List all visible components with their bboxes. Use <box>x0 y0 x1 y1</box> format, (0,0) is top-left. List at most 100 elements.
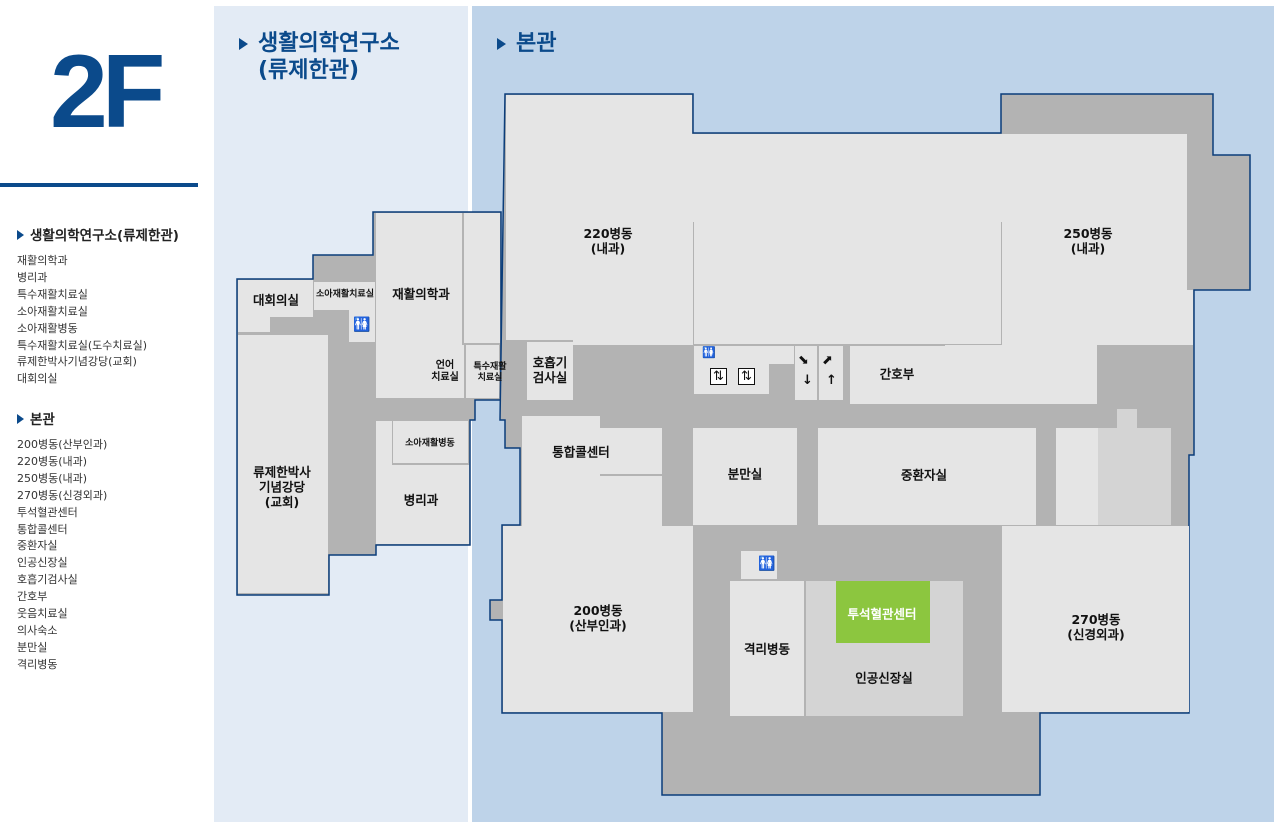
sidebar-item[interactable]: 의사숙소 <box>17 623 58 637</box>
zone-title-main: 본관 <box>497 30 557 57</box>
sidebar-heading-annex: 생활의학연구소(류제한관) <box>17 224 207 244</box>
room-speech-therapy <box>426 345 464 398</box>
room-ward-200 <box>503 526 693 712</box>
sidebar-item[interactable]: 호흡기검사실 <box>17 573 78 587</box>
sidebar-item[interactable]: 소아재활치료실 <box>17 304 88 318</box>
sidebar-item[interactable]: 200병동(산부인과) <box>17 438 108 451</box>
label-ward-250[interactable]: 250병동(내과) <box>1063 226 1112 256</box>
label-ward-200[interactable]: 200병동(산부인과) <box>569 603 626 633</box>
room-rehab-medicine-side <box>464 213 500 343</box>
label-dialysis-center[interactable]: 투석혈관센터 <box>847 606 917 622</box>
zone-title-annex-line1: 생활의학연구소 <box>258 31 400 56</box>
sidebar-item[interactable]: 250병동(내과) <box>17 471 88 485</box>
sidebar-item[interactable]: 특수재활치료실 <box>17 287 88 301</box>
triangle-bullet-icon <box>17 414 24 424</box>
elevator-icon: ⇅ <box>710 368 727 385</box>
label-line: 호흡기 <box>532 355 568 370</box>
label-line: (내과) <box>1070 241 1106 256</box>
arrow-down-icon: ↓ <box>802 373 813 388</box>
sidebar-item[interactable]: 웃음치료실 <box>17 607 68 621</box>
triangle-marker-icon <box>497 38 506 50</box>
sidebar-item[interactable]: 대회의실 <box>17 372 58 386</box>
label-pathology[interactable]: 병리과 <box>403 492 439 508</box>
label-line: 220병동 <box>583 226 633 241</box>
label-conference[interactable]: 대회의실 <box>252 292 300 308</box>
arrow-up-icon: ↑ <box>826 373 837 388</box>
sidebar-heading-text: 생활의학연구소(류제한관) <box>30 228 179 244</box>
label-nursing[interactable]: 간호부 <box>879 366 915 382</box>
room-annex-restroom <box>349 310 375 342</box>
label-peds-rehab-therapy[interactable]: 소아재활치료실 <box>316 289 374 300</box>
floor-label: 2F <box>50 34 165 150</box>
label-isolation[interactable]: 격리병동 <box>743 641 791 657</box>
sidebar-item[interactable]: 중환자실 <box>17 539 58 553</box>
room-respiratory-lab <box>527 342 573 400</box>
sidebar-item[interactable]: 통합콜센터 <box>17 522 68 536</box>
room-isolation <box>730 581 804 716</box>
room-call-center-c <box>600 476 662 526</box>
room-isolation-restroom <box>741 551 777 579</box>
triangle-bullet-icon <box>17 230 24 240</box>
sidebar-item[interactable]: 220병동(내과) <box>17 454 88 468</box>
label-rehab-medicine[interactable]: 재활의학과 <box>392 286 450 302</box>
restroom-icon: 🚻 <box>702 346 716 359</box>
label-peds-rehab-ward[interactable]: 소아재활병동 <box>405 438 455 449</box>
sidebar-section-main: 본관 200병동(산부인과) 220병동(내과) 250병동(내과) 270병동… <box>17 408 207 674</box>
zone-title-main-text: 본관 <box>516 31 557 56</box>
label-line: 270병동 <box>1071 612 1121 627</box>
zone-title-annex: 생활의학연구소 (류제한관) <box>239 30 400 84</box>
label-icu[interactable]: 중환자실 <box>900 467 948 483</box>
sidebar-heading-main: 본관 <box>17 408 207 428</box>
sidebar-item[interactable]: 재활의학과 <box>17 254 68 267</box>
label-line: (내과) <box>590 241 626 256</box>
room-elevators <box>694 364 769 394</box>
room-icu <box>818 428 1036 525</box>
sidebar-item[interactable]: 투석혈관센터 <box>17 505 78 519</box>
room-ward-220 <box>506 95 848 345</box>
room-dialysis-center <box>836 581 930 643</box>
label-delivery[interactable]: 분만실 <box>727 466 763 482</box>
room-nursing <box>850 346 945 404</box>
room-peds-rehab-therapy <box>314 282 375 310</box>
sidebar-item[interactable]: 인공신장실 <box>17 556 68 570</box>
restroom-icon: 🚻 <box>758 556 776 572</box>
room-delivery <box>693 428 797 525</box>
sidebar-item[interactable]: 특수재활치료실(도수치료실) <box>17 338 148 352</box>
label-line: 류제한박사 <box>253 464 311 480</box>
triangle-marker-icon <box>239 38 248 50</box>
label-line: 200병동 <box>573 603 623 618</box>
room-stairs-1 <box>795 346 817 400</box>
sidebar-item[interactable]: 격리병동 <box>17 657 58 671</box>
room-ward-250 <box>848 134 1193 404</box>
label-line: 검사실 <box>532 370 568 385</box>
label-line: 250병동 <box>1063 226 1113 241</box>
room-peds-rehab-ward <box>393 421 468 463</box>
zone-title-annex-line2: (류제한관) <box>258 58 360 83</box>
sidebar-item[interactable]: 270병동(신경외과) <box>17 488 108 502</box>
room-pathology-side <box>376 421 392 465</box>
label-ward-220[interactable]: 220병동(내과) <box>583 226 632 256</box>
floor-divider <box>0 183 198 187</box>
label-ward-270[interactable]: 270병동(신경외과) <box>1067 612 1124 642</box>
sidebar-item[interactable]: 간호부 <box>17 590 48 604</box>
sidebar-item[interactable]: 병리과 <box>17 270 48 284</box>
sidebar-item[interactable]: 분만실 <box>17 640 48 654</box>
sidebar-list-annex: 재활의학과 병리과 특수재활치료실 소아재활치료실 소아재활병동 특수재활치료실… <box>17 253 207 388</box>
room-ward-270-top <box>1056 428 1098 525</box>
label-artificial-kidney[interactable]: 인공신장실 <box>855 670 913 686</box>
label-line: (교회) <box>264 494 300 510</box>
room-ward-270-nook <box>1098 409 1171 525</box>
label-call-center[interactable]: 통합콜센터 <box>552 444 610 460</box>
sidebar-item[interactable]: 소아재활병동 <box>17 321 78 335</box>
stairs-up-icon: ⬈ <box>822 353 833 368</box>
label-line: 특수재활 <box>473 362 507 373</box>
sidebar-item[interactable]: 류제한박사기념강당(교회) <box>17 355 137 369</box>
room-center-block <box>694 222 1001 344</box>
label-line: 치료실 <box>477 373 503 383</box>
sidebar-section-annex: 생활의학연구소(류제한관) 재활의학과 병리과 특수재활치료실 소아재활치료실 … <box>17 224 207 388</box>
